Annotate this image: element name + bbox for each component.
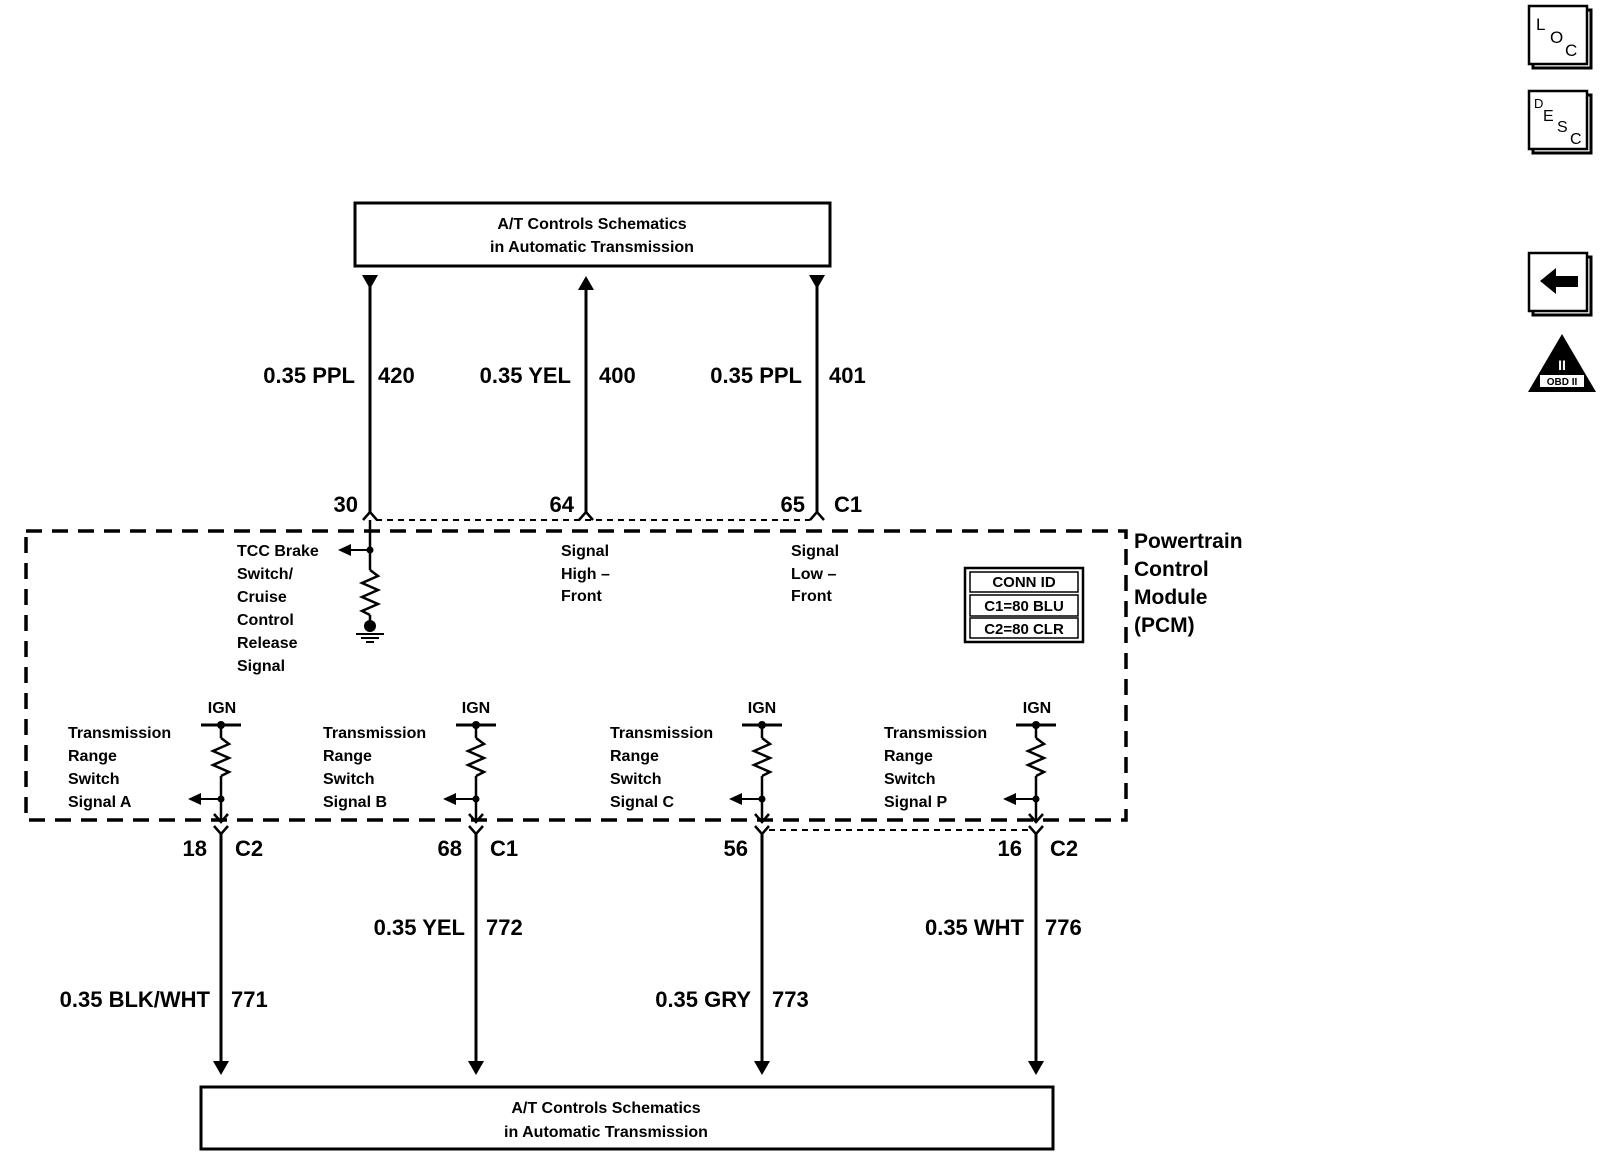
range-a-line2: Range	[68, 748, 117, 765]
desc-icon-e: E	[1543, 108, 1554, 125]
connector-c1-top: C1	[834, 492, 862, 517]
range-b-line3: Switch	[323, 771, 375, 788]
obd-ii-button[interactable]: II OBD II	[1528, 334, 1596, 392]
pcm-label-line3: Module	[1134, 586, 1208, 609]
range-p-line3: Switch	[884, 771, 936, 788]
obd-ii-numeral: II	[1558, 357, 1566, 373]
range-signal-b-circuit	[443, 721, 496, 1075]
wire-401-circuit: 401	[829, 363, 866, 388]
back-arrow-icon	[1540, 268, 1578, 294]
wire-401	[809, 275, 825, 521]
bottom-schematic-box[interactable]	[199, 1085, 1055, 1151]
desc-button[interactable]: D E S C	[1527, 89, 1593, 155]
tcc-signal-line5: Release	[237, 635, 298, 652]
tcc-signal-line2: Switch/	[237, 566, 294, 583]
tcc-resistor-to-ground	[338, 520, 384, 643]
wire-400	[578, 276, 594, 521]
wire-401-color: 0.35 PPL	[710, 363, 802, 388]
conn-id-c2: C2=80 CLR	[984, 621, 1064, 638]
pcm-label-line1: Powertrain	[1134, 530, 1243, 553]
bottom-box-line2: in Automatic Transmission	[504, 1124, 708, 1141]
top-box-line2: in Automatic Transmission	[490, 239, 694, 256]
range-b-line2: Range	[323, 748, 372, 765]
ign-p: IGN	[1023, 700, 1051, 717]
signal-low-line3: Front	[791, 588, 833, 605]
range-c-line4: Signal C	[610, 794, 674, 811]
conn-id-c1: C1=80 BLU	[984, 598, 1064, 615]
range-signal-p-circuit	[1003, 721, 1056, 1075]
signal-high-line3: Front	[561, 588, 603, 605]
wire-776-circuit: 776	[1045, 915, 1082, 940]
pcm-boundary	[24, 529, 1128, 822]
range-a-line1: Transmission	[68, 725, 171, 742]
range-c-line2: Range	[610, 748, 659, 765]
range-c-line1: Transmission	[610, 725, 713, 742]
connector-c2-a: C2	[235, 836, 263, 861]
pin-30: 30	[334, 492, 358, 517]
range-signal-c-circuit	[729, 721, 782, 1075]
signal-high-line1: Signal	[561, 543, 609, 560]
ign-a: IGN	[208, 700, 236, 717]
wire-776-color: 0.35 WHT	[925, 915, 1025, 940]
wire-772-circuit: 772	[486, 915, 523, 940]
pcm-label-line4: (PCM)	[1134, 614, 1195, 637]
range-c-line3: Switch	[610, 771, 662, 788]
back-button[interactable]	[1527, 251, 1593, 317]
loc-icon-l: L	[1536, 15, 1545, 34]
tcc-signal-line1: TCC Brake	[237, 543, 319, 560]
conn-id-table	[963, 566, 1085, 644]
pin-64: 64	[550, 492, 575, 517]
top-schematic-box[interactable]	[353, 201, 832, 268]
wire-771-color: 0.35 BLK/WHT	[60, 987, 211, 1012]
tcc-signal-line6: Signal	[237, 658, 285, 675]
connector-c1-b: C1	[490, 836, 518, 861]
conn-id-title: CONN ID	[992, 574, 1056, 591]
wire-773-circuit: 773	[772, 987, 809, 1012]
desc-icon-c: C	[1570, 131, 1582, 148]
pin-16: 16	[998, 836, 1022, 861]
bottom-box-line1: A/T Controls Schematics	[511, 1100, 700, 1117]
range-b-line4: Signal B	[323, 794, 387, 811]
top-box-line1: A/T Controls Schematics	[497, 216, 686, 233]
loc-icon-o: O	[1550, 28, 1563, 47]
range-b-line1: Transmission	[323, 725, 426, 742]
pin-56: 56	[724, 836, 748, 861]
desc-icon-d: D	[1534, 96, 1543, 111]
pcm-label-line2: Control	[1134, 558, 1209, 581]
ign-c: IGN	[748, 700, 776, 717]
range-p-line1: Transmission	[884, 725, 987, 742]
signal-high-line2: High –	[561, 566, 610, 583]
signal-low-line1: Signal	[791, 543, 839, 560]
wire-771-circuit: 771	[231, 987, 268, 1012]
tcc-signal-line3: Cruise	[237, 589, 287, 606]
wire-420-color: 0.35 PPL	[263, 363, 355, 388]
signal-low-line2: Low –	[791, 566, 836, 583]
tcc-signal-line4: Control	[237, 612, 294, 629]
connector-c2-p: C2	[1050, 836, 1078, 861]
loc-icon-c: C	[1565, 41, 1577, 60]
wire-400-circuit: 400	[599, 363, 636, 388]
ign-b: IGN	[462, 700, 490, 717]
loc-button[interactable]: L O C	[1527, 4, 1593, 70]
range-p-line4: Signal P	[884, 794, 947, 811]
wire-420	[362, 275, 378, 521]
range-signal-a-circuit	[188, 721, 241, 1075]
range-p-line2: Range	[884, 748, 933, 765]
range-a-line4: Signal A	[68, 794, 132, 811]
wire-400-color: 0.35 YEL	[480, 363, 571, 388]
wire-773-color: 0.35 GRY	[655, 987, 751, 1012]
pin-68: 68	[438, 836, 462, 861]
pin-18: 18	[183, 836, 207, 861]
desc-icon-s: S	[1557, 119, 1568, 136]
obd-ii-label: OBD II	[1547, 377, 1578, 388]
wire-772-color: 0.35 YEL	[374, 915, 465, 940]
wire-420-circuit: 420	[378, 363, 415, 388]
pin-65: 65	[781, 492, 805, 517]
range-a-line3: Switch	[68, 771, 120, 788]
